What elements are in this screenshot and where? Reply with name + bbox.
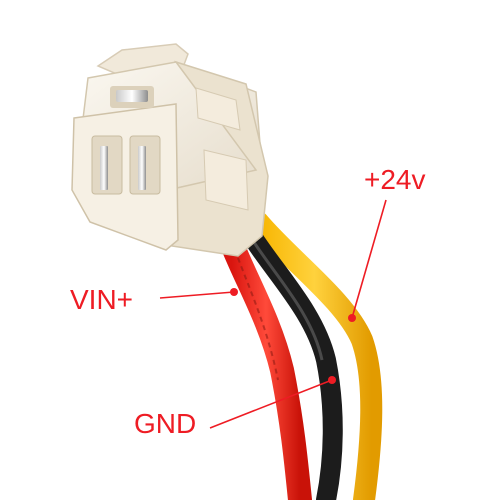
input-voltage-label: VIN+: [70, 284, 134, 315]
ground-label: GND: [134, 408, 197, 439]
leader-line-ground: [209, 379, 333, 429]
red-wire: [220, 232, 312, 500]
wire-bundle: [220, 211, 383, 500]
connector-plug: [71, 43, 269, 257]
supply-voltage-label: +24v: [364, 164, 426, 195]
yellow-wire: [247, 211, 383, 500]
black-wire: [238, 220, 343, 500]
leader-lines: [159, 199, 387, 429]
leader-line-input: [159, 291, 235, 299]
leader-line-supply: [351, 199, 387, 319]
